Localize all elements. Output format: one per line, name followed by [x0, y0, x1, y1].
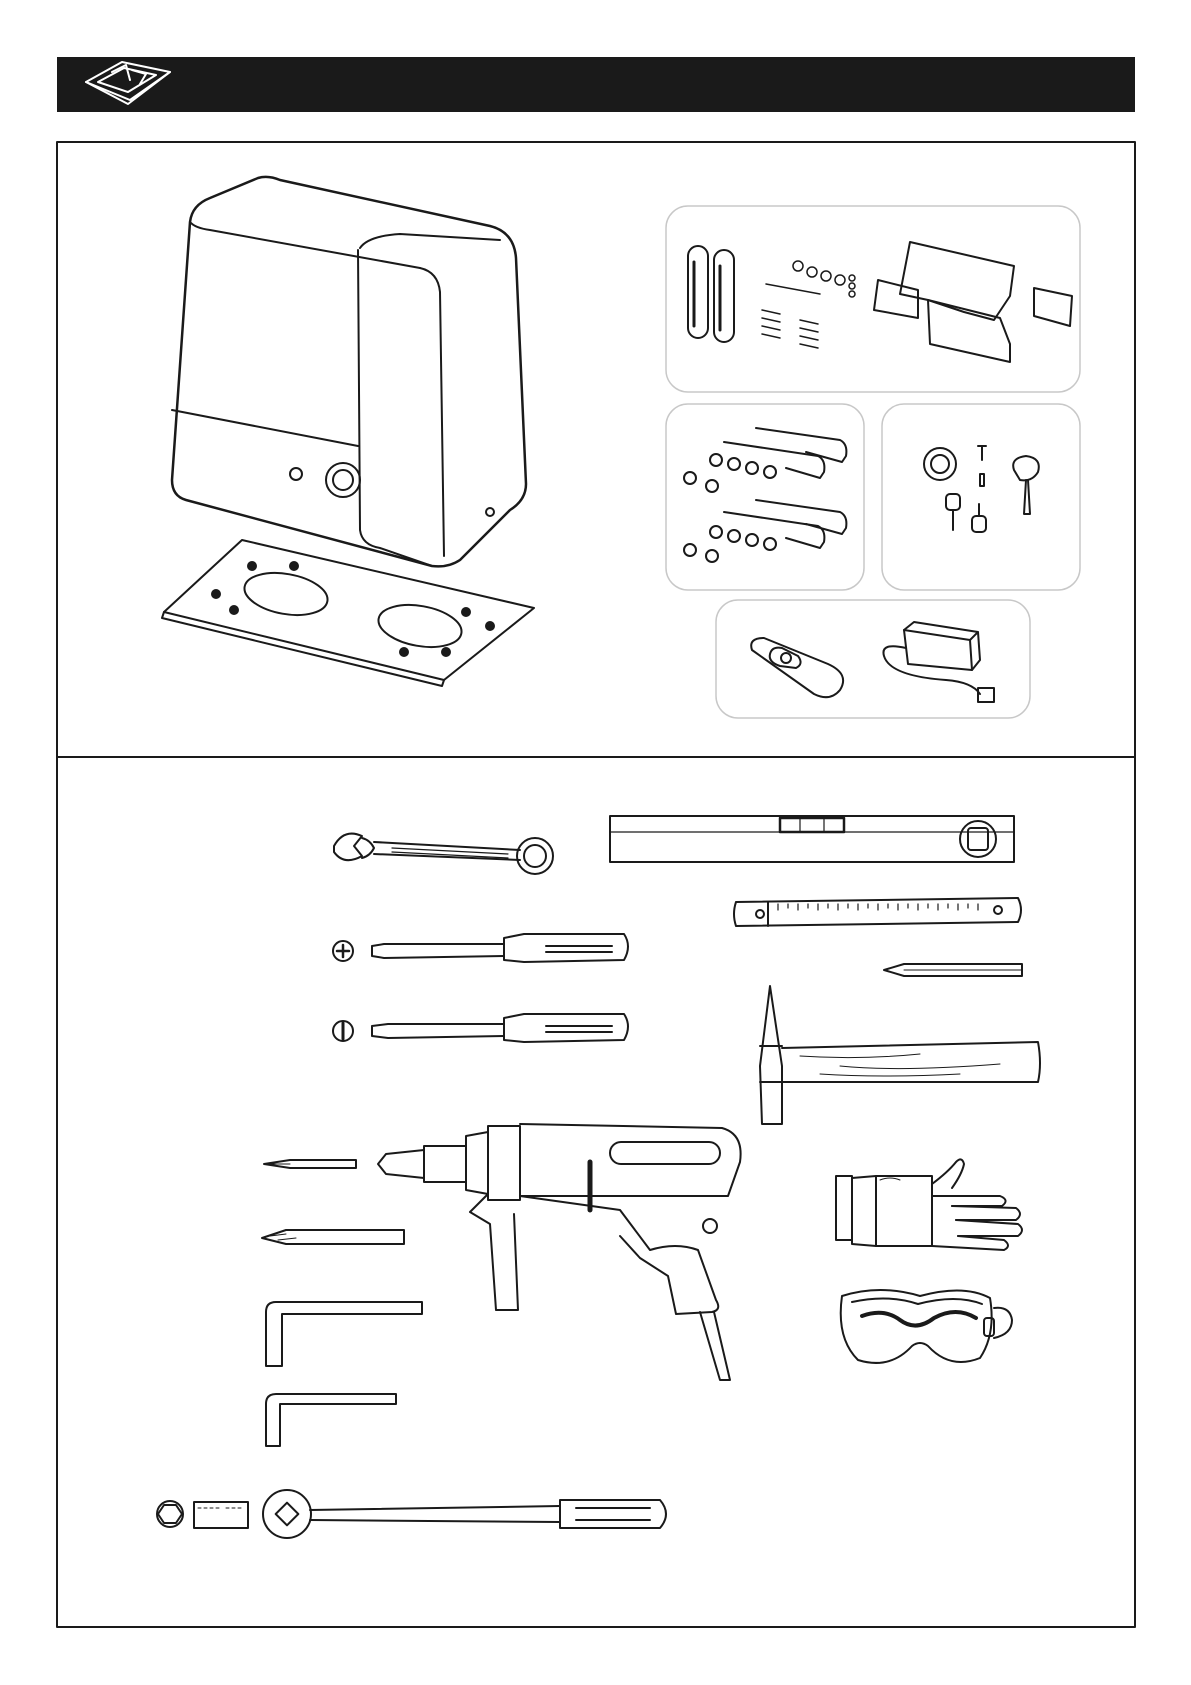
spirit-level: [610, 816, 1014, 862]
anchor-bolts-panel: [666, 404, 864, 590]
pencil: [884, 964, 1022, 976]
electric-drill: [378, 1124, 741, 1380]
remote-control: [751, 638, 843, 697]
folding-ruler: [734, 898, 1021, 926]
release-key-panel: [882, 404, 1080, 590]
package-contents-frame: [57, 142, 1135, 757]
work-gloves: [836, 1159, 1022, 1250]
socket-wrench: [157, 1490, 666, 1538]
power-adapter: [883, 622, 994, 702]
mounting-hardware-panel: [666, 206, 1080, 392]
tools-frame: [57, 757, 1135, 1627]
combination-wrench: [334, 834, 553, 874]
safety-goggles: [841, 1290, 1012, 1363]
gate-motor-unit: [172, 177, 526, 567]
remote-adapter-panel: [716, 600, 1030, 718]
header-bar: [57, 57, 1135, 112]
flat-screwdriver: [333, 1014, 628, 1042]
drill-bits: [262, 1160, 404, 1244]
phillips-screwdriver: [333, 934, 628, 962]
hammer: [760, 986, 1040, 1124]
base-plate: [162, 540, 534, 686]
hex-keys: [266, 1302, 422, 1446]
